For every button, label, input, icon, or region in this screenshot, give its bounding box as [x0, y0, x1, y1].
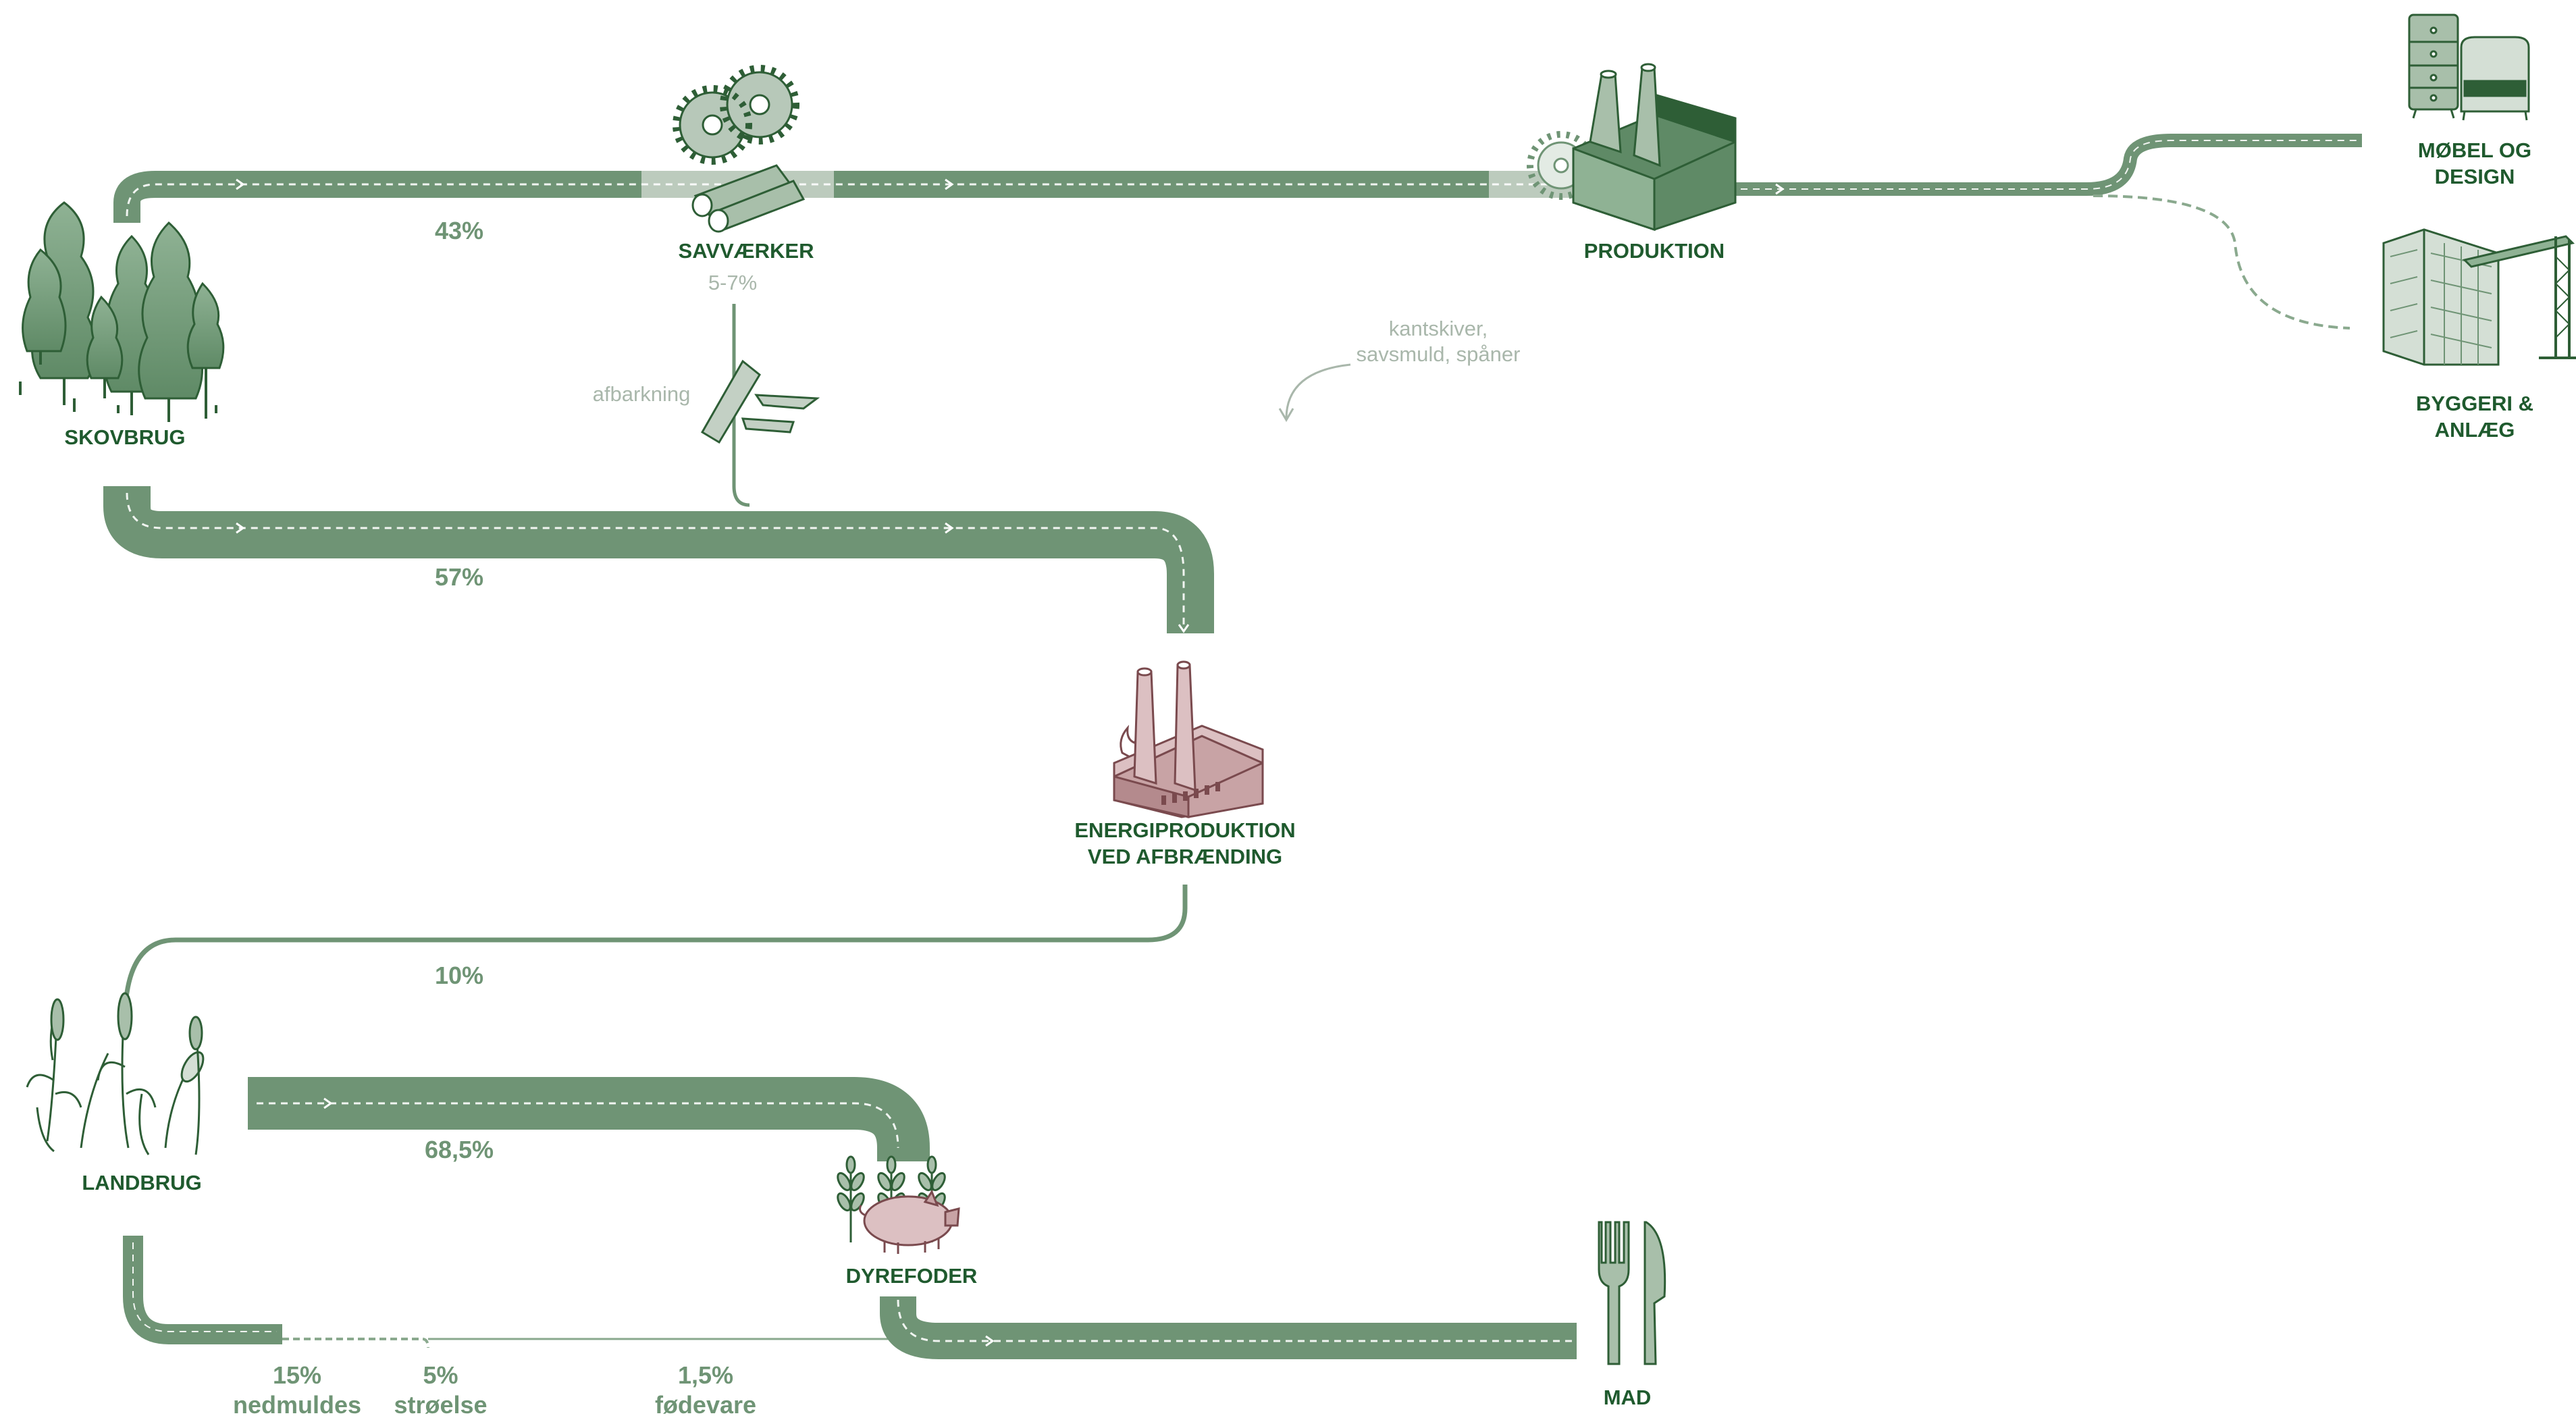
node-label-produktion: PRODUKTION: [1583, 239, 1725, 263]
byggeri-line2: ANLÆG: [2434, 418, 2515, 442]
note-kantskiver: kantskiver, savsmuld, spåner: [1323, 316, 1553, 367]
savvaerker-range: 5-7%: [708, 271, 758, 294]
cutlery-icon: [1598, 1221, 1666, 1365]
node-label-mad: MAD: [1603, 1386, 1652, 1409]
factory-production-icon: [1527, 63, 1737, 232]
flow-pct-nedmuldes: 15% nedmuldes: [216, 1361, 378, 1420]
flow-to-byggeri: [2093, 194, 2350, 330]
flow-pct-skov-sav: 43%: [434, 217, 484, 244]
fodevare-pct: 1,5%: [677, 1361, 734, 1389]
node-label-mobel: MØBEL OG DESIGN: [2384, 137, 2566, 190]
node-label-landbrug: LANDBRUG: [82, 1171, 202, 1194]
energi-line1: ENERGIPRODUKTION: [1074, 818, 1296, 842]
flow-pct-fodevare: 1,5% fødevare: [625, 1361, 787, 1420]
stroelse-label: strøelse: [394, 1391, 488, 1419]
plants-icon: [26, 992, 205, 1155]
flow-landbrug-down: [123, 1236, 282, 1344]
flow-pct-stroelse: 5% strøelse: [368, 1361, 513, 1420]
flow-centerlines: [126, 140, 2360, 1342]
mobel-line2: DESIGN: [2434, 165, 2515, 188]
furniture-icon: [2408, 14, 2530, 121]
flow-skov-to-energi: [103, 483, 1214, 633]
node-label-savvaerker: SAVVÆRKER: [678, 239, 814, 263]
flow-stroelse: [282, 1338, 429, 1348]
bark-icon: [700, 359, 820, 444]
byggeri-line1: BYGGERI &: [2416, 392, 2533, 415]
flow-landbrug-to-dyrefoder: [248, 1077, 930, 1174]
note-arrow-head: [1278, 408, 1294, 422]
node-label-skovbrug: SKOVBRUG: [64, 425, 186, 449]
sawmill-icon: [673, 65, 806, 233]
nedmuldes-pct: 15%: [272, 1361, 322, 1389]
energi-line2: VED AFBRÆNDING: [1087, 845, 1283, 868]
flow-arrows: [236, 178, 1785, 1347]
kantskiver-line1: kantskiver,: [1388, 317, 1488, 340]
fodevare-label: fødevare: [654, 1391, 757, 1419]
note-arrow: [1285, 363, 1351, 419]
stroelse-pct: 5%: [423, 1361, 458, 1389]
flow-dyrefoder-to-mad: [880, 1295, 1577, 1359]
flow-pct-energi-landbrug: 10%: [434, 962, 484, 989]
node-label-byggeri: BYGGERI & ANLÆG: [2384, 390, 2566, 443]
node-label-dyrefoder: DYREFODER: [845, 1264, 978, 1288]
flow-afbarkning: [732, 304, 750, 507]
forest-icon: [19, 201, 225, 422]
factory-energy-icon: [1113, 660, 1264, 818]
flow-skov-to-sav: [113, 171, 641, 223]
node-label-energi: ENERGIPRODUKTION VED AFBRÆNDING: [1053, 817, 1317, 870]
flow-energi-to-landbrug: [119, 885, 1188, 1020]
flow-pct-landbrug-dyrefoder: 68,5%: [424, 1136, 494, 1163]
building-crane-icon: [2382, 228, 2576, 366]
flow-pct-skov-energi: 57%: [434, 563, 484, 591]
flow-to-mobel: [1668, 134, 2362, 196]
kantskiver-line2: savsmuld, spåner: [1356, 342, 1521, 366]
nedmuldes-label: nedmuldes: [232, 1391, 362, 1419]
mobel-line1: MØBEL OG: [2417, 138, 2532, 162]
feed-pig-icon: [837, 1155, 960, 1254]
note-afbarkning: afbarkning: [592, 382, 691, 406]
